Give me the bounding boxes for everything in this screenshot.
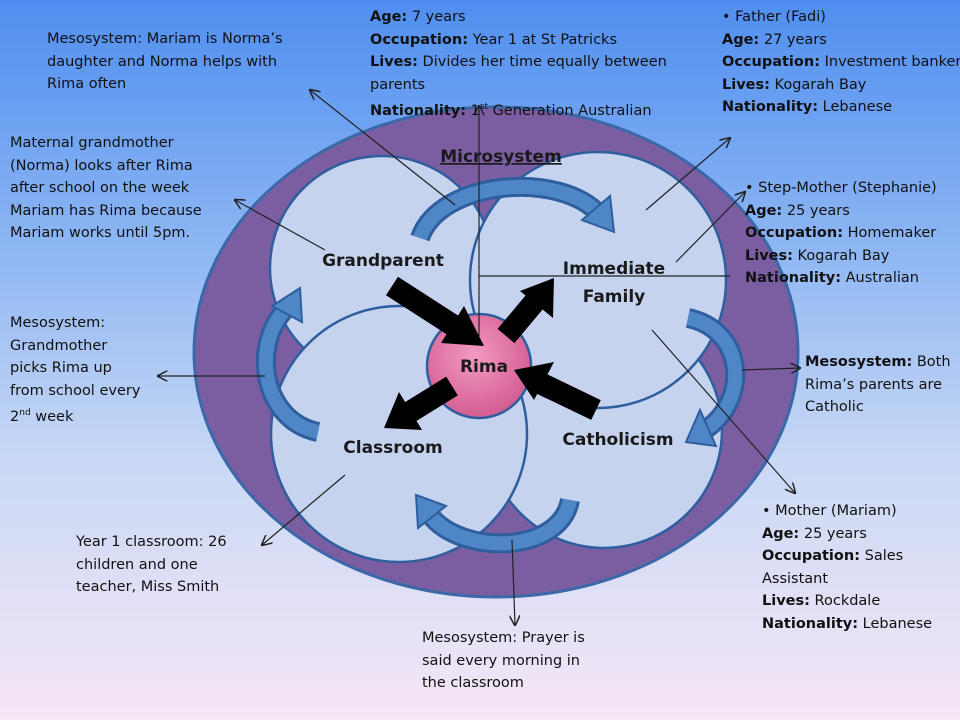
rima-age-label: Age: bbox=[370, 9, 408, 25]
mother-name: Mother (Mariam) bbox=[762, 500, 957, 523]
rima-lives-label: Lives: bbox=[370, 54, 418, 70]
arrow-rima-to-immediate-family bbox=[497, 278, 554, 344]
father-nationality: Lebanese bbox=[818, 99, 893, 115]
mesosystem-norma-note: Mesosystem: Mariam is Norma’s daughter a… bbox=[47, 28, 317, 96]
stepmother-nationality-label: Nationality: bbox=[745, 270, 842, 286]
rima-occupation: Year 1 at St Patricks bbox=[468, 31, 618, 48]
mesosystem-pickup-ordinal-sup: nd bbox=[19, 408, 31, 418]
father-age: 27 years bbox=[759, 31, 827, 48]
cycle-arrow-bottom bbox=[414, 493, 580, 554]
mesosystem-norma-text-1: : Mariam is Norma’s bbox=[137, 31, 283, 47]
immediate-family-circle bbox=[468, 150, 728, 410]
stepmother-lives-label: Lives: bbox=[745, 247, 793, 264]
rima-nationality-post: Generation Australian bbox=[488, 102, 652, 119]
father-lives-label: Lives: bbox=[722, 76, 770, 93]
mesosystem-catholic-note: Mesosystem: Both Rima’s parents are Cath… bbox=[805, 351, 960, 419]
grandmother-text-4: Mariam has Rima because bbox=[10, 202, 202, 219]
father-info-note: Father (Fadi) Age: 27 years Occupation: … bbox=[722, 6, 960, 119]
father-nationality-label: Nationality: bbox=[722, 99, 819, 115]
immediate-label: Immediate bbox=[563, 259, 665, 279]
father-name: Father (Fadi) bbox=[722, 6, 960, 29]
arrow-rima-to-classroom bbox=[384, 376, 458, 430]
mother-occupation: Sales bbox=[860, 548, 904, 564]
mother-age: 25 years bbox=[799, 525, 867, 542]
arrow-catholicism-to-rima bbox=[514, 362, 601, 420]
grandmother-text-5: Mariam works until 5pm. bbox=[10, 225, 191, 241]
classroom-text-2: children and one bbox=[76, 556, 198, 573]
mesosystem-norma-label: Mesosystem bbox=[47, 31, 138, 47]
grandparent-label: Grandparent bbox=[322, 251, 444, 271]
mesosystem-prayer-label: Mesosystem bbox=[422, 630, 513, 646]
connector-lines bbox=[158, 90, 800, 625]
arrow-grandparent-to-rima bbox=[386, 276, 484, 346]
rima-lives-cont: parents bbox=[370, 76, 426, 93]
stepmother-nationality: Australian bbox=[841, 270, 919, 286]
grandmother-text-3: after school on the week bbox=[10, 180, 190, 196]
classroom-label: Classroom bbox=[343, 438, 442, 458]
mesosystem-catholic-text-2: Rima’s parents are bbox=[805, 376, 943, 393]
rima-nationality-label: Nationality: bbox=[370, 102, 467, 119]
father-occupation-label: Occupation: bbox=[722, 54, 820, 70]
rima-occupation-label: Occupation: bbox=[370, 31, 468, 48]
mesosystem-catholic-text-3: Catholic bbox=[805, 399, 864, 415]
mesosystem-pickup-ordinal: 2 bbox=[10, 408, 20, 425]
mesosystem-norma-text-3: Rima often bbox=[47, 76, 127, 92]
mother-lives-label: Lives: bbox=[762, 593, 810, 609]
mesosystem-catholic-text-1: Both bbox=[912, 354, 951, 370]
stepmother-age: 25 years bbox=[782, 202, 850, 219]
family-label: Family bbox=[583, 287, 646, 307]
mesosystem-norma-text-2: daughter and Norma helps with bbox=[47, 53, 278, 70]
mesosystem-catholic-label: Mesosystem: bbox=[805, 354, 913, 370]
mesosystem-pickup-note: Mesosystem: Grandmother picks Rima up fr… bbox=[10, 312, 160, 428]
mesosystem-prayer-text-2: said every morning in bbox=[422, 652, 580, 669]
rima-age: 7 years bbox=[407, 9, 466, 25]
grandmother-text-1: Maternal grandmother bbox=[10, 135, 174, 151]
mesosystem-pickup-text-4: from school every bbox=[10, 382, 141, 399]
grandmother-note: Maternal grandmother (Norma) looks after… bbox=[10, 132, 225, 245]
mesosystem-pickup-colon: : bbox=[100, 315, 106, 331]
mother-occupation-cont: Assistant bbox=[762, 570, 829, 587]
grandmother-text-2: (Norma) looks after Rima bbox=[10, 157, 193, 174]
stepmother-occupation-label: Occupation: bbox=[745, 225, 843, 241]
stepmother-name: Step-Mother (Stephanie) bbox=[745, 177, 957, 200]
mesosystem-prayer-text-3: the classroom bbox=[422, 675, 524, 691]
father-occupation: Investment banker bbox=[820, 54, 960, 70]
classroom-text-3: teacher, Miss Smith bbox=[76, 579, 220, 595]
rima-nationality-sup: st bbox=[479, 102, 489, 112]
mother-info-note: Mother (Mariam) Age: 25 years Occupation… bbox=[762, 500, 957, 635]
mother-lives: Rockdale bbox=[809, 593, 881, 609]
cycle-arrow-top bbox=[410, 176, 616, 243]
classroom-note: Year 1 classroom: 26 children and one te… bbox=[76, 531, 261, 599]
mother-occupation-label: Occupation: bbox=[762, 548, 860, 564]
stepmother-info-note: Step-Mother (Stephanie) Age: 25 years Oc… bbox=[745, 177, 957, 290]
cycle-arrow-right bbox=[684, 308, 746, 448]
mesosystem-prayer-note: Mesosystem: Prayer is said every morning… bbox=[422, 627, 622, 695]
rima-nationality-pre: 1 bbox=[466, 102, 480, 119]
rima-info-note: Age: 7 years Occupation: Year 1 at St Pa… bbox=[370, 6, 700, 122]
stepmother-occupation: Homemaker bbox=[843, 225, 937, 241]
mother-age-label: Age: bbox=[762, 525, 800, 542]
microsystem-label: Microsystem bbox=[440, 147, 562, 167]
catholicism-label: Catholicism bbox=[562, 430, 673, 450]
father-lives: Kogarah Bay bbox=[769, 76, 867, 93]
rima-label: Rima bbox=[460, 357, 508, 377]
mesosystem-pickup-week: week bbox=[30, 408, 74, 425]
mesosystem-pickup-text-3: picks Rima up bbox=[10, 360, 112, 376]
father-age-label: Age: bbox=[722, 31, 760, 48]
mesosystem-prayer-text-1: : Prayer is bbox=[512, 630, 585, 646]
mesosystem-pickup-label: Mesosystem bbox=[10, 315, 101, 331]
mother-nationality-label: Nationality: bbox=[762, 615, 859, 632]
mother-nationality: Lebanese bbox=[858, 615, 933, 632]
mesosystem-pickup-text-2: Grandmother bbox=[10, 337, 108, 354]
rima-lives: Divides her time equally between bbox=[417, 54, 667, 70]
stepmother-lives: Kogarah Bay bbox=[792, 247, 890, 264]
stepmother-age-label: Age: bbox=[745, 202, 783, 219]
cycle-arrow-left bbox=[255, 286, 321, 442]
classroom-text-1: Year 1 classroom: 26 bbox=[76, 534, 227, 550]
